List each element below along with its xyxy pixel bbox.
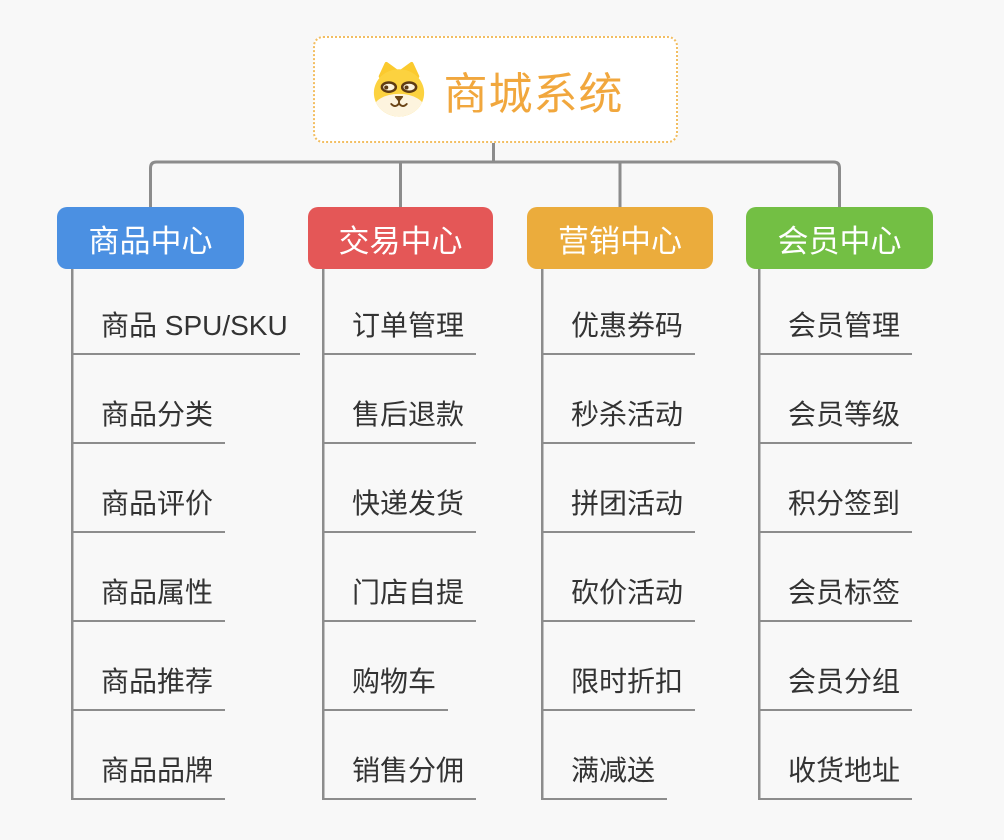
topic-row: 会员等级	[758, 355, 913, 444]
topic-node[interactable]: 订单管理	[322, 304, 477, 355]
topic-node[interactable]: 商品评价	[71, 482, 226, 533]
topic-row: 商品推荐	[71, 622, 300, 711]
topic-node[interactable]: 秒杀活动	[541, 393, 696, 444]
root-node[interactable]: 商城系统	[313, 36, 678, 143]
topic-row: 秒杀活动	[541, 355, 696, 444]
branch-label: 营销中心	[558, 223, 682, 259]
topic-row: 满减送	[541, 711, 695, 800]
topic-row: 拼团活动	[541, 444, 696, 533]
topic-node[interactable]: 售后退款	[322, 393, 477, 444]
topic-node[interactable]: 砍价活动	[541, 571, 696, 622]
topic-row: 限时折扣	[541, 622, 696, 711]
branch-column-trade: 订单管理 售后退款 快递发货 门店自提 购物车 销售分佣	[322, 266, 477, 800]
topic-node[interactable]: 积分签到	[758, 482, 913, 533]
branch-label: 商品中心	[88, 223, 213, 259]
topic-row: 优惠券码	[541, 266, 696, 355]
topic-row: 积分签到	[758, 444, 913, 533]
topic-node[interactable]: 快递发货	[322, 482, 477, 533]
topic-node[interactable]: 会员标签	[758, 571, 913, 622]
topic-row: 商品属性	[71, 533, 300, 622]
topic-node[interactable]: 收货地址	[758, 749, 913, 800]
topic-row: 会员分组	[758, 622, 913, 711]
topic-row: 商品 SPU/SKU	[71, 266, 300, 355]
branch-node-member-center[interactable]: 会员中心	[746, 207, 933, 269]
dog-face-icon	[373, 61, 424, 117]
topic-node[interactable]: 商品分类	[71, 393, 226, 444]
topic-node[interactable]: 购物车	[322, 660, 449, 711]
branch-column-product: 商品 SPU/SKU 商品分类 商品评价 商品属性 商品推荐 商品品牌	[71, 266, 300, 800]
topic-row: 收货地址	[758, 711, 913, 800]
topic-row: 会员标签	[758, 533, 913, 622]
topic-row: 商品分类	[71, 355, 300, 444]
topic-node[interactable]: 会员等级	[758, 393, 913, 444]
branch-node-product-center[interactable]: 商品中心	[57, 207, 244, 269]
branch-column-member: 会员管理 会员等级 积分签到 会员标签 会员分组 收货地址	[758, 266, 913, 800]
topic-row: 砍价活动	[541, 533, 696, 622]
topic-node[interactable]: 商品品牌	[71, 749, 226, 800]
topic-node[interactable]: 商品 SPU/SKU	[71, 304, 300, 355]
topic-node[interactable]: 优惠券码	[541, 304, 696, 355]
topic-row: 门店自提	[322, 533, 477, 622]
topic-node[interactable]: 限时折扣	[541, 660, 696, 711]
topic-row: 购物车	[322, 622, 476, 711]
topic-row: 快递发货	[322, 444, 477, 533]
root-title: 商城系统	[443, 69, 624, 119]
topic-node[interactable]: 商品推荐	[71, 660, 226, 711]
branch-label: 交易中心	[338, 223, 463, 259]
branch-label: 会员中心	[777, 223, 902, 259]
connector-bus	[149, 160, 841, 207]
topic-row: 会员管理	[758, 266, 913, 355]
topic-node[interactable]: 商品属性	[71, 571, 226, 622]
topic-row: 销售分佣	[322, 711, 477, 800]
topic-row: 商品品牌	[71, 711, 300, 800]
topic-node[interactable]: 满减送	[541, 749, 668, 800]
topic-node[interactable]: 门店自提	[322, 571, 477, 622]
branch-node-trade-center[interactable]: 交易中心	[308, 207, 493, 269]
topic-node[interactable]: 拼团活动	[541, 482, 696, 533]
branch-column-marketing: 优惠券码 秒杀活动 拼团活动 砍价活动 限时折扣 满减送	[541, 266, 696, 800]
topic-node[interactable]: 会员分组	[758, 660, 913, 711]
topic-row: 售后退款	[322, 355, 477, 444]
topic-row: 商品评价	[71, 444, 300, 533]
topic-node[interactable]: 会员管理	[758, 304, 913, 355]
topic-node[interactable]: 销售分佣	[322, 749, 477, 800]
topic-row: 订单管理	[322, 266, 477, 355]
branch-node-marketing-center[interactable]: 营销中心	[527, 207, 713, 269]
